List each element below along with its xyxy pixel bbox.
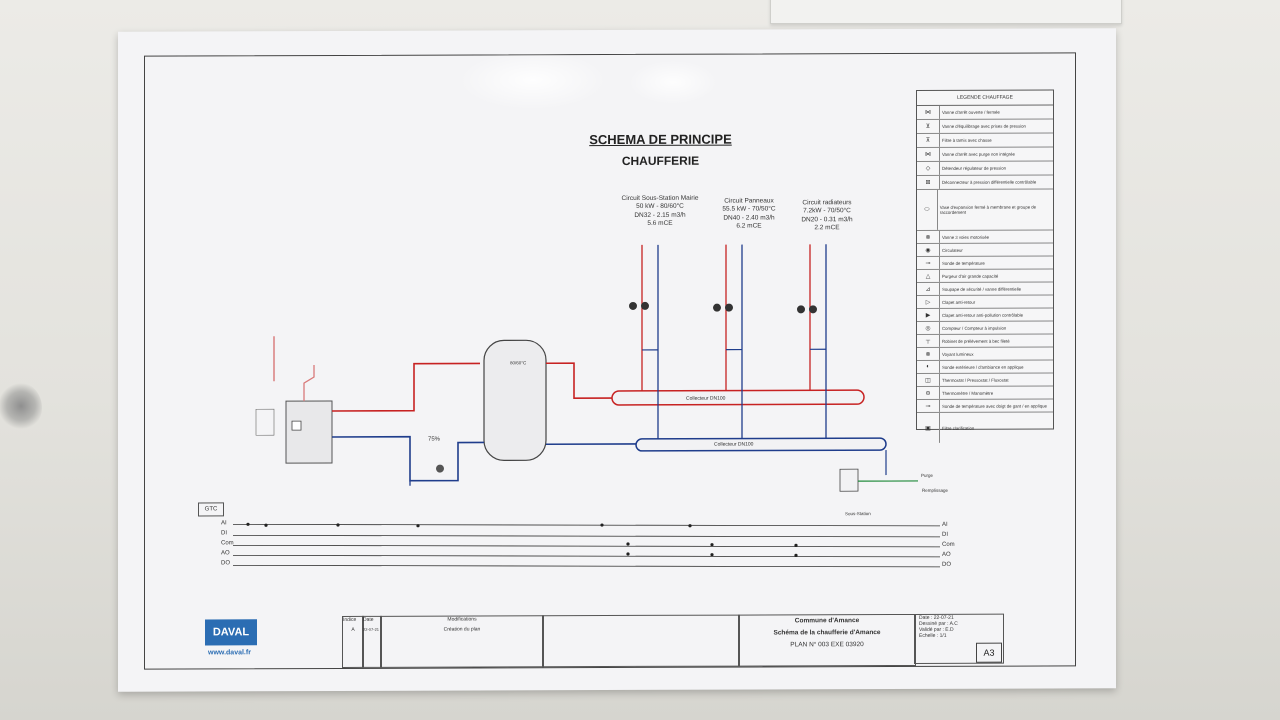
boiler	[285, 400, 333, 464]
legend-row: ◎Compteur / Compteur à impulsion	[917, 321, 1053, 335]
gtc-bus	[232, 523, 941, 568]
legend-row: ⋈Vanne d'arrêt ouverte / fermée	[917, 105, 1053, 120]
circuit-risers	[641, 244, 827, 439]
title-block-main: Commune d'Amance Schéma de la chaufferie…	[738, 613, 916, 667]
legend-row: △Purgeur d'air grande capacité	[917, 269, 1053, 283]
legend-row: ▣Filtre clarification	[917, 412, 1053, 443]
hot-collector	[611, 389, 865, 406]
legend-row: ⊿Soupape de sécurité / vanne différentie…	[917, 282, 1053, 296]
hot-collector-label: Collecteur DN100	[686, 395, 726, 402]
legend-row: ⊸Sonde de température avec doigt de gant…	[917, 399, 1053, 413]
gtc-signal-right: AI	[942, 521, 948, 528]
gtc-signal-left: DO	[221, 560, 230, 567]
hot-supply-pipe	[332, 362, 480, 412]
legend-row: ⬭Vase d'expansion fermé à membrane et gr…	[917, 189, 1053, 231]
legend-row: ▷Clapet anti-retour	[917, 295, 1053, 309]
company-website: www.daval.fr	[208, 649, 251, 657]
piping-diagram	[232, 244, 941, 568]
remplissage-label: Remplissage	[922, 487, 949, 493]
gtc-signal-left: Com	[221, 540, 234, 547]
legend-row: ⊻Vanne d'équilibrage avec prises de pres…	[917, 119, 1053, 134]
fuel-silo	[255, 408, 275, 436]
gtc-signal-right: DO	[942, 561, 951, 568]
schematic-sheet: SCHEMA DE PRINCIPE CHAUFFERIE Circuit So…	[118, 28, 1116, 692]
buffer-temp: 80/60°C	[510, 360, 527, 366]
title-block-cell	[542, 614, 740, 668]
client-name: Commune d'Amance	[794, 617, 860, 625]
gtc-box: GTC	[198, 502, 224, 517]
gtc-signal-right: DI	[942, 531, 948, 538]
legend-table: LEGENDE CHAUFFAGE ⋈Vanne d'arrêt ouverte…	[916, 89, 1054, 443]
purge-label: Purge	[921, 472, 934, 478]
flue-pipe	[303, 365, 315, 402]
buffer-percent: 75%	[428, 436, 441, 443]
daval-logo: DAVAL	[205, 619, 257, 646]
expansion-vessel	[839, 468, 859, 492]
legend-row: ◇Détendeur régulateur de pression	[917, 161, 1053, 176]
format-label: A3	[976, 642, 1002, 663]
legend-row: ⊖Thermomètre / Manomètre	[917, 386, 1053, 400]
wall-stain	[0, 382, 42, 430]
paper-above	[770, 0, 1122, 24]
legend-row: ▶Clapet anti-retour anti-pollution contr…	[917, 308, 1053, 322]
plan-number: PLAN N° 003 EXE 03920	[790, 641, 864, 649]
drawing-title: Schéma de la chaufferie d'Amance	[773, 629, 881, 637]
gtc-nodes	[246, 522, 798, 557]
legend-row: ◉Circulateur	[917, 243, 1053, 257]
cold-collector	[635, 437, 887, 452]
circulator-pumps	[436, 301, 817, 473]
cold-return-pipe	[332, 435, 484, 482]
legend-row: ⊗Voyant lumineux	[917, 347, 1053, 361]
legend-row: ⊸Sonde de température	[917, 256, 1053, 270]
legend-row: ⊞Déconnecteur à pression différentielle …	[917, 175, 1053, 190]
gtc-signal-right: AO	[942, 551, 951, 558]
gtc-signal-left: AO	[221, 550, 230, 557]
legend-row: ⊗Vanne 3 voies motorisée	[917, 230, 1053, 244]
legend-row: ⊼Filtre à tamis avec chasse	[917, 133, 1053, 148]
boiler-control	[291, 420, 302, 431]
legend-row: ┬Robinet de prélèvement à bec fileté	[917, 334, 1053, 348]
legend-row: ⋈Vanne d'arrêt avec purge non intégrée	[917, 147, 1053, 162]
sous-station-label: Sous-Station	[845, 511, 871, 517]
cold-collector-label: Collecteur DN100	[714, 441, 754, 448]
legend-title: LEGENDE CHAUFFAGE	[917, 90, 1053, 106]
gtc-signal-left: DI	[221, 530, 227, 537]
legend-row: ◐Sonde extérieure / d'ambiance en appliq…	[917, 360, 1053, 374]
legend-row: ◫Thermostat / Pressostat / Fluxostat	[917, 373, 1053, 387]
gtc-signal-left: AI	[221, 520, 227, 527]
tank-hot-pipe	[546, 362, 612, 399]
gtc-signal-right: Com	[942, 541, 955, 548]
buffer-tank	[483, 339, 547, 461]
